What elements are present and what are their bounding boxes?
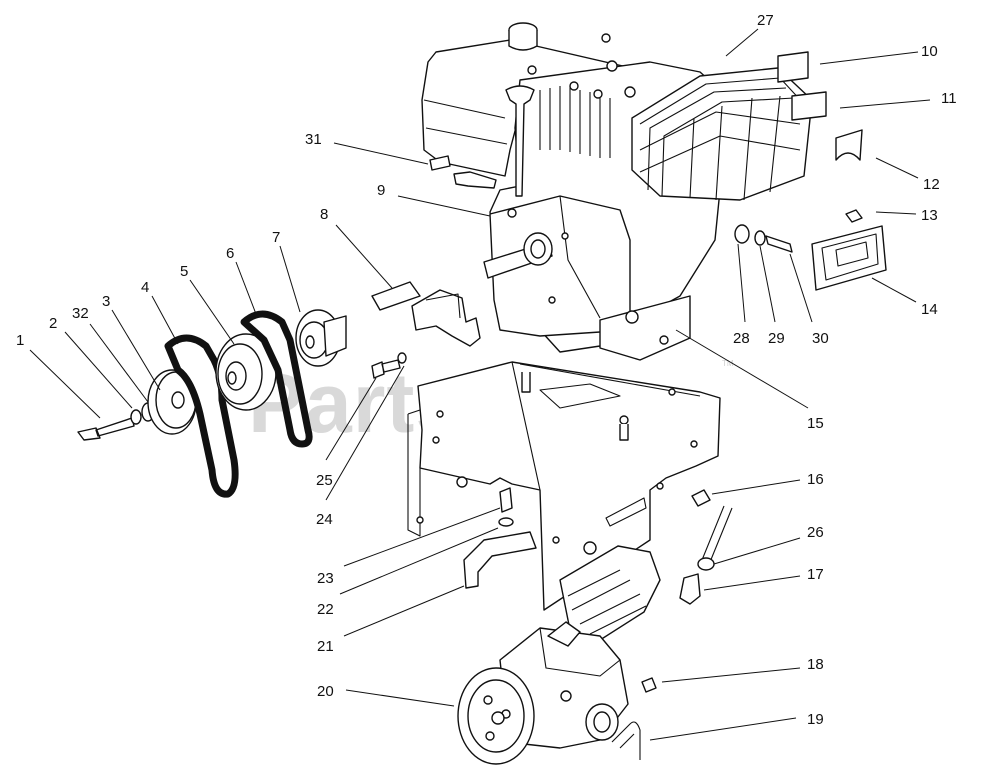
callout-5: 5 xyxy=(180,263,188,280)
callout-10: 10 xyxy=(921,43,938,60)
callout-15: 15 xyxy=(807,415,824,432)
watermark-trademark: TM xyxy=(722,359,734,368)
callout-18: 18 xyxy=(807,656,824,673)
bolt-25 xyxy=(371,359,401,379)
washer-28 xyxy=(734,224,750,244)
leader-lines xyxy=(29,28,931,741)
bolt-16 xyxy=(691,489,711,507)
belt-4 xyxy=(164,334,239,498)
callout-8: 8 xyxy=(320,206,328,223)
washer-2 xyxy=(130,409,142,425)
decal-11 xyxy=(791,91,827,121)
callout-26: 26 xyxy=(807,524,824,541)
callout-30: 30 xyxy=(812,330,829,347)
callout-31: 31 xyxy=(305,131,322,148)
cable-26 xyxy=(701,505,733,563)
callout-3: 3 xyxy=(102,293,110,310)
callout-16: 16 xyxy=(807,471,824,488)
callout-13: 13 xyxy=(921,207,938,224)
callout-28: 28 xyxy=(733,330,750,347)
callout-22: 22 xyxy=(317,601,334,618)
callout-17: 17 xyxy=(807,566,824,583)
nut-18 xyxy=(641,677,657,693)
cable-19 xyxy=(611,721,641,760)
callout-9: 9 xyxy=(377,182,385,199)
callout-23: 23 xyxy=(317,570,334,587)
callout-20: 20 xyxy=(317,683,334,700)
gearbox-assembly xyxy=(457,545,661,765)
callout-1: 1 xyxy=(16,332,24,349)
decal-10 xyxy=(777,51,809,83)
callout-29: 29 xyxy=(768,330,785,347)
washer-22 xyxy=(498,517,514,527)
callout-27: 27 xyxy=(757,12,774,29)
callout-25: 25 xyxy=(316,472,333,489)
washer-29 xyxy=(754,230,766,246)
decal-12 xyxy=(835,129,863,161)
callout-7: 7 xyxy=(272,229,280,246)
fitting-17 xyxy=(679,573,701,605)
bolt-1 xyxy=(77,417,135,441)
bracket-21 xyxy=(463,531,537,589)
callout-24: 24 xyxy=(316,511,333,528)
callout-4: 4 xyxy=(141,279,149,296)
callout-labels: 1 2 32 3 4 5 6 7 8 9 31 27 10 11 12 13 1… xyxy=(16,12,957,728)
callout-19: 19 xyxy=(807,711,824,728)
pulley-3 xyxy=(147,369,197,435)
belt-6 xyxy=(240,310,313,448)
part-31 xyxy=(429,155,497,189)
callout-2: 2 xyxy=(49,315,57,332)
callout-11: 11 xyxy=(941,90,957,107)
callout-21: 21 xyxy=(317,638,334,655)
callout-12: 12 xyxy=(923,176,940,193)
lockwasher-24 xyxy=(397,352,407,364)
frame-plate xyxy=(407,361,721,611)
bolt-30 xyxy=(765,235,793,253)
bolt-23 xyxy=(499,487,513,513)
pulley-5 xyxy=(215,333,277,411)
idler-bracket-8 xyxy=(371,281,481,347)
pulley-7 xyxy=(295,309,347,367)
bolt-13 xyxy=(845,209,863,223)
callout-32: 32 xyxy=(72,305,89,322)
callout-14: 14 xyxy=(921,301,938,318)
callout-6: 6 xyxy=(226,245,234,262)
plate-14 xyxy=(811,225,887,291)
muffler-guard xyxy=(631,67,813,201)
